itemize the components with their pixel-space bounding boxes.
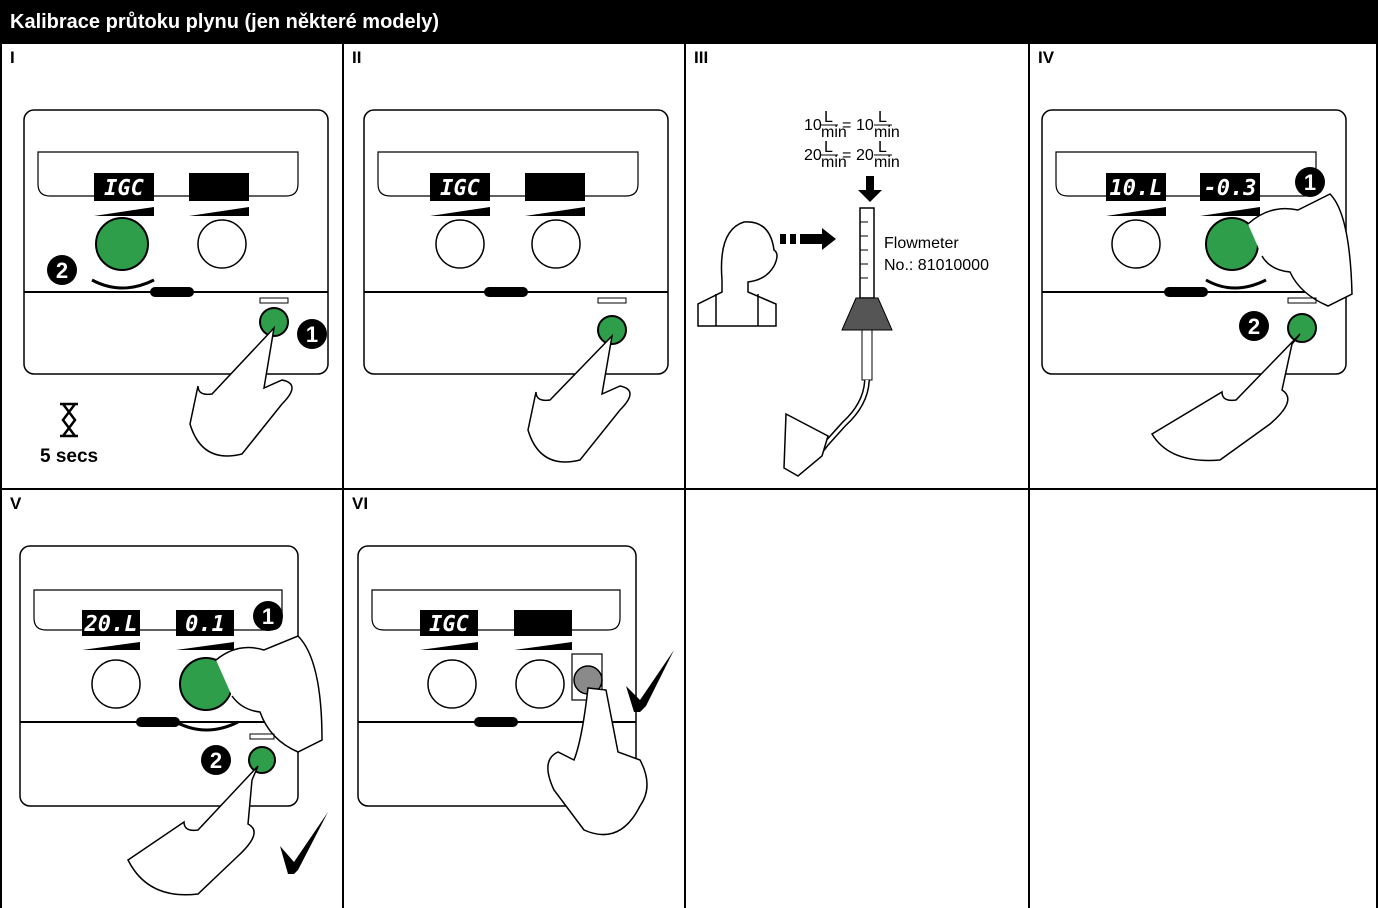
hand-icon — [1247, 193, 1353, 307]
display-right — [525, 173, 585, 201]
panel-5: V 20.L 0.1 1 2 — [0, 490, 344, 908]
svg-text:2: 2 — [210, 748, 222, 773]
hand-icon — [1150, 333, 1301, 462]
formula-10-lhs: 10 — [804, 117, 822, 134]
page-title: Kalibrace průtoku plynu (jen některé mod… — [0, 0, 1378, 44]
svg-text:2: 2 — [1248, 314, 1260, 339]
gas-purge-button[interactable] — [1287, 313, 1317, 343]
welding-torch-icon — [783, 412, 829, 477]
display-left-value: 10.L — [1110, 176, 1163, 201]
step-badge — [1295, 167, 1325, 197]
knob-left[interactable] — [91, 659, 141, 709]
svg-text:L: L — [878, 139, 887, 156]
welder-panel-diagram: 20.L 0.1 1 2 — [19, 545, 328, 896]
panel-label: VI — [352, 494, 369, 513]
panel-label: I — [10, 48, 15, 67]
step-badge — [47, 255, 77, 285]
welder-panel-diagram: IGC — [357, 545, 674, 836]
formula-10-rhs: 10 — [856, 117, 874, 134]
step-badge — [253, 601, 283, 631]
rotate-arrow-icon — [91, 278, 155, 290]
hand-icon — [215, 635, 323, 753]
panel-1: I IGC 2 1 5 secs — [0, 44, 344, 490]
hourglass-icon — [60, 402, 78, 438]
hand-icon — [527, 333, 631, 463]
knob-right[interactable] — [515, 659, 565, 709]
display-left — [94, 173, 154, 201]
step-badge — [201, 745, 231, 775]
knob-right[interactable] — [197, 219, 247, 269]
panel-label: IV — [1038, 48, 1055, 67]
knob-right[interactable] — [531, 219, 581, 269]
display-left — [430, 173, 490, 201]
step-badge — [297, 319, 327, 349]
duration-label: 5 secs — [40, 446, 98, 467]
checkmark-icon — [280, 812, 328, 874]
panel-3: III 10 L min = 10 L min 20 L min = 20 L … — [686, 44, 1030, 490]
welder-panel-diagram: IGC 2 1 5 secs — [23, 109, 329, 467]
svg-text:min: min — [821, 124, 847, 141]
svg-text:min: min — [821, 154, 847, 171]
svg-text:2: 2 — [56, 258, 68, 283]
svg-text:1: 1 — [1304, 170, 1316, 195]
knob-left[interactable] — [435, 219, 485, 269]
person-icon — [697, 221, 778, 327]
display-left — [420, 610, 478, 636]
knob-left[interactable] — [1111, 219, 1161, 269]
device-number: No.: 81010000 — [884, 257, 989, 274]
display-right — [189, 173, 249, 201]
knob-left[interactable] — [427, 659, 477, 709]
display-left — [82, 610, 140, 636]
display-left-value: 20.L — [84, 612, 138, 637]
panel-label: V — [10, 494, 22, 513]
display-right-value: 0.1 — [185, 612, 225, 637]
step-badge — [1239, 311, 1269, 341]
display-right — [176, 610, 234, 636]
hand-icon — [127, 765, 259, 896]
display-left — [1106, 173, 1166, 201]
formula-20-rhs: 20 — [856, 147, 874, 164]
rotate-arrow-icon — [1205, 278, 1267, 290]
panel-6: VI IGC — [344, 490, 686, 908]
display-left-value: IGC — [429, 612, 469, 637]
arrow-down-icon — [858, 176, 882, 202]
svg-text:1: 1 — [306, 322, 318, 347]
display-right-value: -0.3 — [1204, 176, 1257, 201]
svg-text:=: = — [842, 147, 851, 164]
panel-2: II IGC — [344, 44, 686, 490]
panel-label: III — [694, 48, 709, 67]
panel-4: IV 10.L -0.3 1 2 — [1030, 44, 1378, 490]
welder-panel-diagram: 10.L -0.3 1 2 — [1041, 109, 1353, 462]
panel-8 — [1030, 490, 1378, 908]
svg-text:L: L — [824, 109, 833, 126]
gas-purge-button[interactable] — [259, 307, 289, 337]
welder-panel-diagram: IGC — [363, 109, 669, 463]
gas-purge-button[interactable] — [248, 746, 276, 774]
display-right — [1200, 173, 1260, 201]
instruction-grid: I IGC 2 1 5 secs II — [0, 44, 1378, 908]
flowmeter-diagram: 10 L min = 10 L min 20 L min = 20 L min — [697, 109, 989, 477]
hand-icon — [547, 687, 648, 836]
svg-text:L: L — [824, 139, 833, 156]
device-name: Flowmeter — [884, 235, 959, 252]
rotate-arrow-icon — [175, 720, 239, 732]
svg-text:1: 1 — [262, 604, 274, 629]
formula-20-lhs: 20 — [804, 147, 822, 164]
display-right — [514, 610, 572, 636]
panel-7 — [686, 490, 1030, 908]
display-left-value: IGC — [440, 176, 480, 201]
svg-text:L: L — [878, 109, 887, 126]
hand-icon — [189, 325, 293, 457]
svg-text:min: min — [874, 154, 900, 171]
arrow-right-icon — [800, 228, 836, 250]
display-left-value: IGC — [104, 176, 144, 201]
flowmeter-cone — [841, 297, 893, 331]
gas-purge-button[interactable] — [597, 315, 627, 345]
panel-label: II — [352, 48, 362, 67]
svg-text:=: = — [842, 117, 851, 134]
knob-left[interactable] — [95, 217, 149, 271]
svg-text:min: min — [874, 124, 900, 141]
